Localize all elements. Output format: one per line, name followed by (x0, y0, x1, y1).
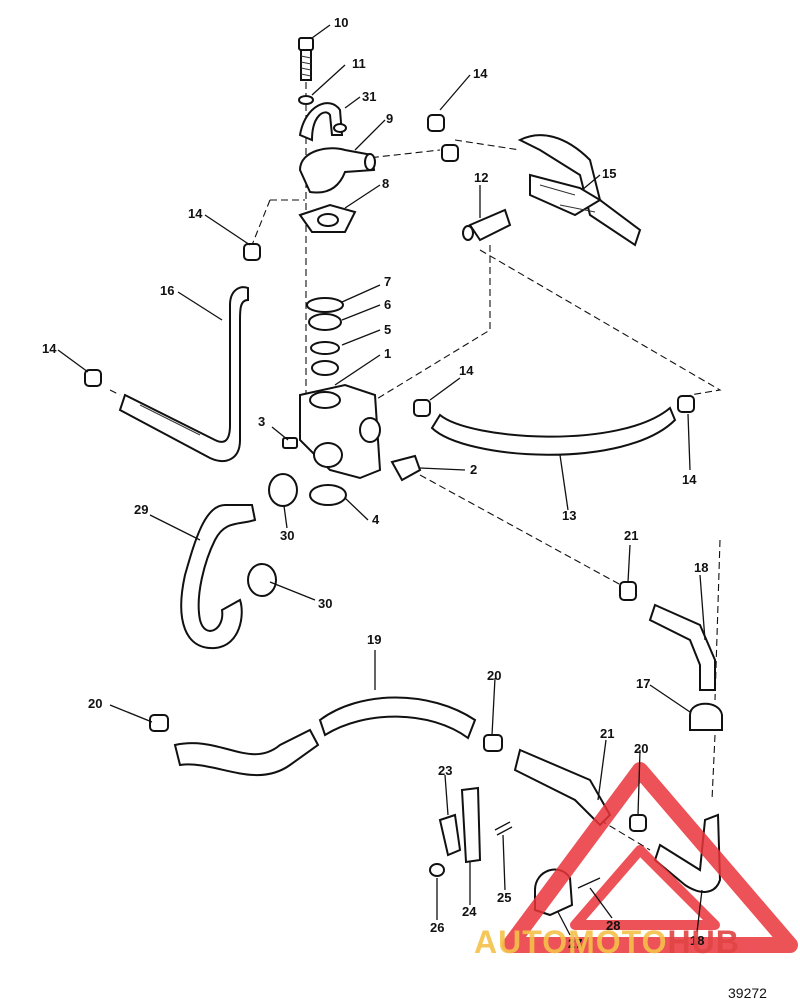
callout-27: 27 (568, 936, 582, 951)
callout-15: 15 (602, 166, 616, 181)
callout-20-b: 20 (487, 668, 501, 683)
clamp-part-14-mid (441, 144, 459, 162)
callout-17: 17 (636, 676, 650, 691)
callout-18-b: 18 (690, 933, 704, 948)
bolt-part-10 (298, 37, 314, 81)
clamp-part-30-upper (268, 473, 298, 507)
watermark-triangle (502, 762, 798, 953)
gasket-part-4 (309, 484, 347, 506)
watermark-text-primary: AUTOMOTO (474, 924, 667, 960)
callout-labels: 10 11 31 9 8 14 16 14 14 12 15 7 6 5 1 1… (42, 15, 708, 951)
leader-lines (57, 24, 706, 936)
clamp-part-30-lower (247, 563, 277, 597)
housing-part-1 (299, 383, 382, 480)
bracket-part-24 (460, 786, 482, 864)
clamp-part-21-upper (619, 581, 637, 601)
callout-20-a: 20 (88, 696, 102, 711)
thermostat-part-1-top (311, 360, 339, 376)
callout-13: 13 (562, 508, 576, 523)
screw-part-28 (577, 877, 601, 889)
callout-14-b: 14 (42, 341, 57, 356)
callout-23: 23 (438, 763, 452, 778)
callout-31: 31 (362, 89, 376, 104)
clamp-part-14-left (84, 369, 102, 387)
callout-21-a: 21 (624, 528, 638, 543)
callout-1: 1 (384, 346, 391, 361)
callout-8: 8 (382, 176, 389, 191)
callout-14-e: 14 (682, 472, 697, 487)
callout-12: 12 (474, 170, 488, 185)
callout-19: 19 (367, 632, 381, 647)
callout-5: 5 (384, 322, 391, 337)
pipe-part-16 (118, 286, 249, 462)
plug-part-3 (282, 437, 298, 449)
hose-part-19b (173, 728, 320, 776)
clamp-part-20-left (149, 714, 169, 732)
clamp-part-20-right (629, 814, 647, 832)
washer-part-11 (298, 95, 314, 105)
pipe-part-15 (517, 134, 642, 247)
callout-9: 9 (386, 111, 393, 126)
callout-28: 28 (606, 918, 620, 933)
callout-25: 25 (497, 890, 511, 905)
fitting-part-9 (298, 147, 376, 194)
seal-part-5 (310, 341, 340, 355)
clamp-part-17 (689, 702, 723, 731)
clamp-part-14-right-left (413, 399, 431, 417)
gasket-part-8 (298, 203, 357, 233)
seal-part-7 (306, 297, 344, 313)
callout-30-b: 30 (318, 596, 332, 611)
callout-2: 2 (470, 462, 477, 477)
svg-text:AUTOMOTOHUB: AUTOMOTOHUB (474, 924, 740, 960)
callout-14-d: 14 (459, 363, 474, 378)
grommet-part-26 (429, 863, 445, 877)
callout-29: 29 (134, 502, 148, 517)
callout-10: 10 (334, 15, 348, 30)
pipe-part-18-upper (648, 603, 716, 691)
callout-30-a: 30 (280, 528, 294, 543)
clamp-part-20-mid (483, 734, 503, 752)
tee-part-12 (462, 208, 512, 242)
callout-6: 6 (384, 297, 391, 312)
hose-part-13 (430, 406, 677, 456)
callout-11: 11 (352, 56, 366, 71)
hose-part-29 (180, 504, 257, 650)
seal-part-6 (308, 313, 342, 331)
hose-part-19 (318, 696, 477, 740)
callout-16: 16 (160, 283, 174, 298)
callout-20-c: 20 (634, 741, 648, 756)
callout-18-a: 18 (694, 560, 708, 575)
watermark-text-secondary: HUB (667, 924, 739, 960)
clamp-part-14-upper-left (243, 243, 261, 261)
callout-21-b: 21 (600, 726, 614, 741)
callout-7: 7 (384, 274, 391, 289)
callout-14-c: 14 (473, 66, 488, 81)
callout-26: 26 (430, 920, 444, 935)
figure-number: 39272 (728, 985, 767, 1001)
callout-24: 24 (462, 904, 477, 919)
callout-3: 3 (258, 414, 265, 429)
clamp-part-14-right (677, 395, 695, 413)
fitting-part-21-lower (513, 748, 612, 827)
callout-4: 4 (372, 512, 380, 527)
fitting-part-2 (390, 454, 422, 482)
callout-14-a: 14 (188, 206, 203, 221)
watermark-text: AUTOMOTOHUB (474, 924, 740, 960)
clamp-part-14-top (427, 114, 445, 132)
pin-part-25 (494, 821, 513, 836)
bracket-part-31 (298, 102, 347, 142)
bracket-part-23 (438, 813, 462, 857)
